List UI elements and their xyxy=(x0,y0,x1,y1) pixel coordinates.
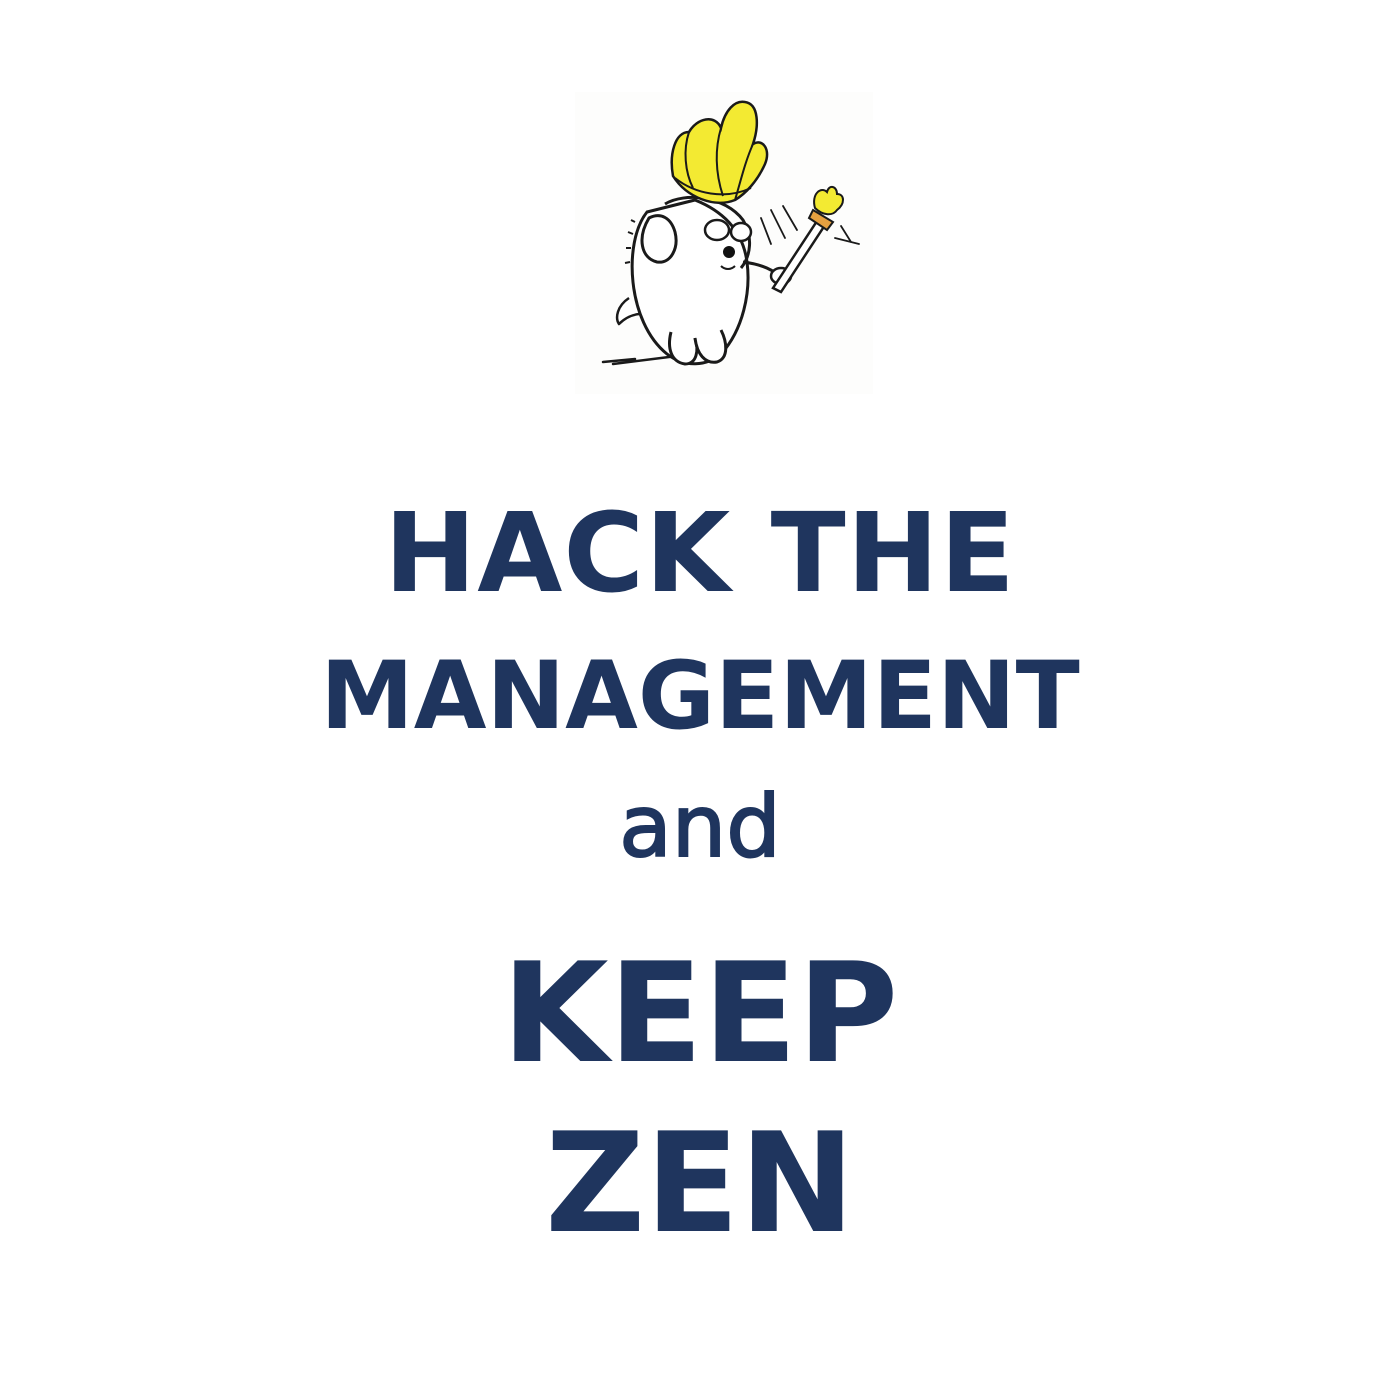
headline-line-4: KEEP xyxy=(501,933,899,1094)
headline-line-2: MANAGEMENT xyxy=(320,642,1080,751)
headline-line-5: ZEN xyxy=(545,1103,855,1264)
headline-line-3: and xyxy=(618,777,782,877)
headline-line-1: HACK THE xyxy=(384,489,1016,617)
dog-with-crown-illustration xyxy=(575,92,873,394)
dog-with-yellow-crown-and-torch-icon xyxy=(601,100,860,366)
